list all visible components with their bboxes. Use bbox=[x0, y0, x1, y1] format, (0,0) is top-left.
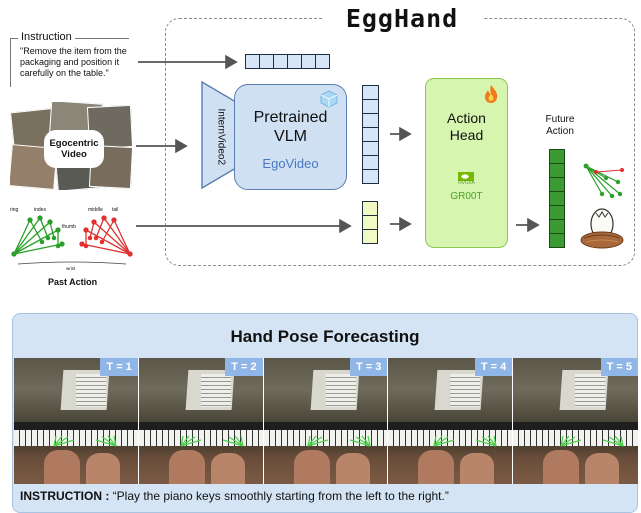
forecast-frame: T = 3 bbox=[263, 358, 389, 484]
egg-in-nest-icon bbox=[580, 208, 624, 249]
vlm-token bbox=[362, 155, 379, 170]
vlm-token bbox=[362, 127, 379, 142]
vlm-token bbox=[362, 113, 379, 128]
time-step-badge: T = 5 bbox=[600, 358, 638, 376]
motion-token bbox=[362, 229, 378, 244]
hand-label-wrist: wrist bbox=[66, 266, 76, 271]
vlm-output-tokens bbox=[362, 85, 379, 184]
diagram-title: EggHand bbox=[322, 4, 482, 33]
egocentric-video-label: Egocentric Video bbox=[49, 138, 99, 160]
text-token-row bbox=[245, 54, 330, 69]
future-token bbox=[549, 219, 565, 234]
action-head-box bbox=[425, 78, 508, 248]
action-head-title: Action Head bbox=[447, 110, 486, 143]
vlm-token bbox=[362, 169, 379, 184]
time-step-badge: T = 4 bbox=[474, 358, 513, 376]
text-token bbox=[315, 54, 330, 69]
hand-pose-icon bbox=[583, 163, 624, 199]
nvidia-label: NVIDIA bbox=[458, 180, 475, 186]
forecast-frames: T = 1 T = 2 T = 3 T = 4 T = 5 bbox=[14, 358, 638, 484]
vlm-side-label: InternVideo2 bbox=[215, 108, 227, 166]
future-token bbox=[549, 233, 565, 248]
instruction-prefix: INSTRUCTION : bbox=[20, 489, 110, 503]
instruction-text: "Remove the item from the packaging and … bbox=[20, 46, 127, 78]
future-token bbox=[549, 149, 565, 164]
vlm-subtitle: EgoVideo bbox=[262, 156, 319, 171]
future-token bbox=[549, 177, 565, 192]
egocentric-video-collage: Egocentric Video bbox=[10, 102, 132, 190]
motion-token bbox=[362, 201, 378, 216]
vlm-token bbox=[362, 141, 379, 156]
forecast-frame: T = 4 bbox=[388, 358, 514, 484]
forecast-frame: T = 5 bbox=[513, 358, 638, 484]
motion-token bbox=[362, 215, 378, 230]
instruction-body: “Play the piano keys smoothly starting f… bbox=[112, 489, 449, 503]
future-token bbox=[549, 191, 565, 206]
hand-label-middle: middle bbox=[88, 207, 103, 213]
motion-tokens bbox=[362, 201, 378, 244]
flow-arrows bbox=[136, 54, 540, 234]
groot-label: GR00T bbox=[450, 191, 483, 202]
vlm-token bbox=[362, 85, 379, 100]
future-action-tokens bbox=[549, 149, 565, 248]
past-action-label: Past Action bbox=[48, 277, 98, 287]
future-action-label: Future Action bbox=[545, 114, 575, 137]
vlm-title: Pretrained VLM bbox=[253, 109, 328, 145]
time-step-badge: T = 3 bbox=[350, 358, 388, 376]
hand-label-tail: tail bbox=[112, 207, 119, 213]
ice-cube-icon bbox=[320, 90, 338, 108]
instruction-label: Instruction bbox=[18, 31, 75, 43]
forecast-instruction: INSTRUCTION : “Play the piano keys smoot… bbox=[20, 489, 632, 503]
future-token bbox=[549, 205, 565, 220]
forecast-frame: T = 1 bbox=[14, 358, 139, 484]
time-step-badge: T = 1 bbox=[100, 358, 138, 376]
hand-label-ring: ring bbox=[10, 207, 19, 213]
hand-label-thumb: thumb bbox=[62, 224, 76, 230]
hand-pose-forecasting-title: Hand Pose Forecasting bbox=[230, 327, 420, 346]
vlm-token bbox=[362, 99, 379, 114]
forecast-frame: T = 2 bbox=[138, 358, 264, 484]
fire-icon bbox=[485, 85, 498, 103]
future-token bbox=[549, 163, 565, 178]
past-action-hand-skeleton bbox=[11, 215, 133, 265]
time-step-badge: T = 2 bbox=[225, 358, 263, 376]
nvidia-logo-icon bbox=[458, 172, 474, 181]
hand-label-index: index bbox=[34, 207, 46, 213]
